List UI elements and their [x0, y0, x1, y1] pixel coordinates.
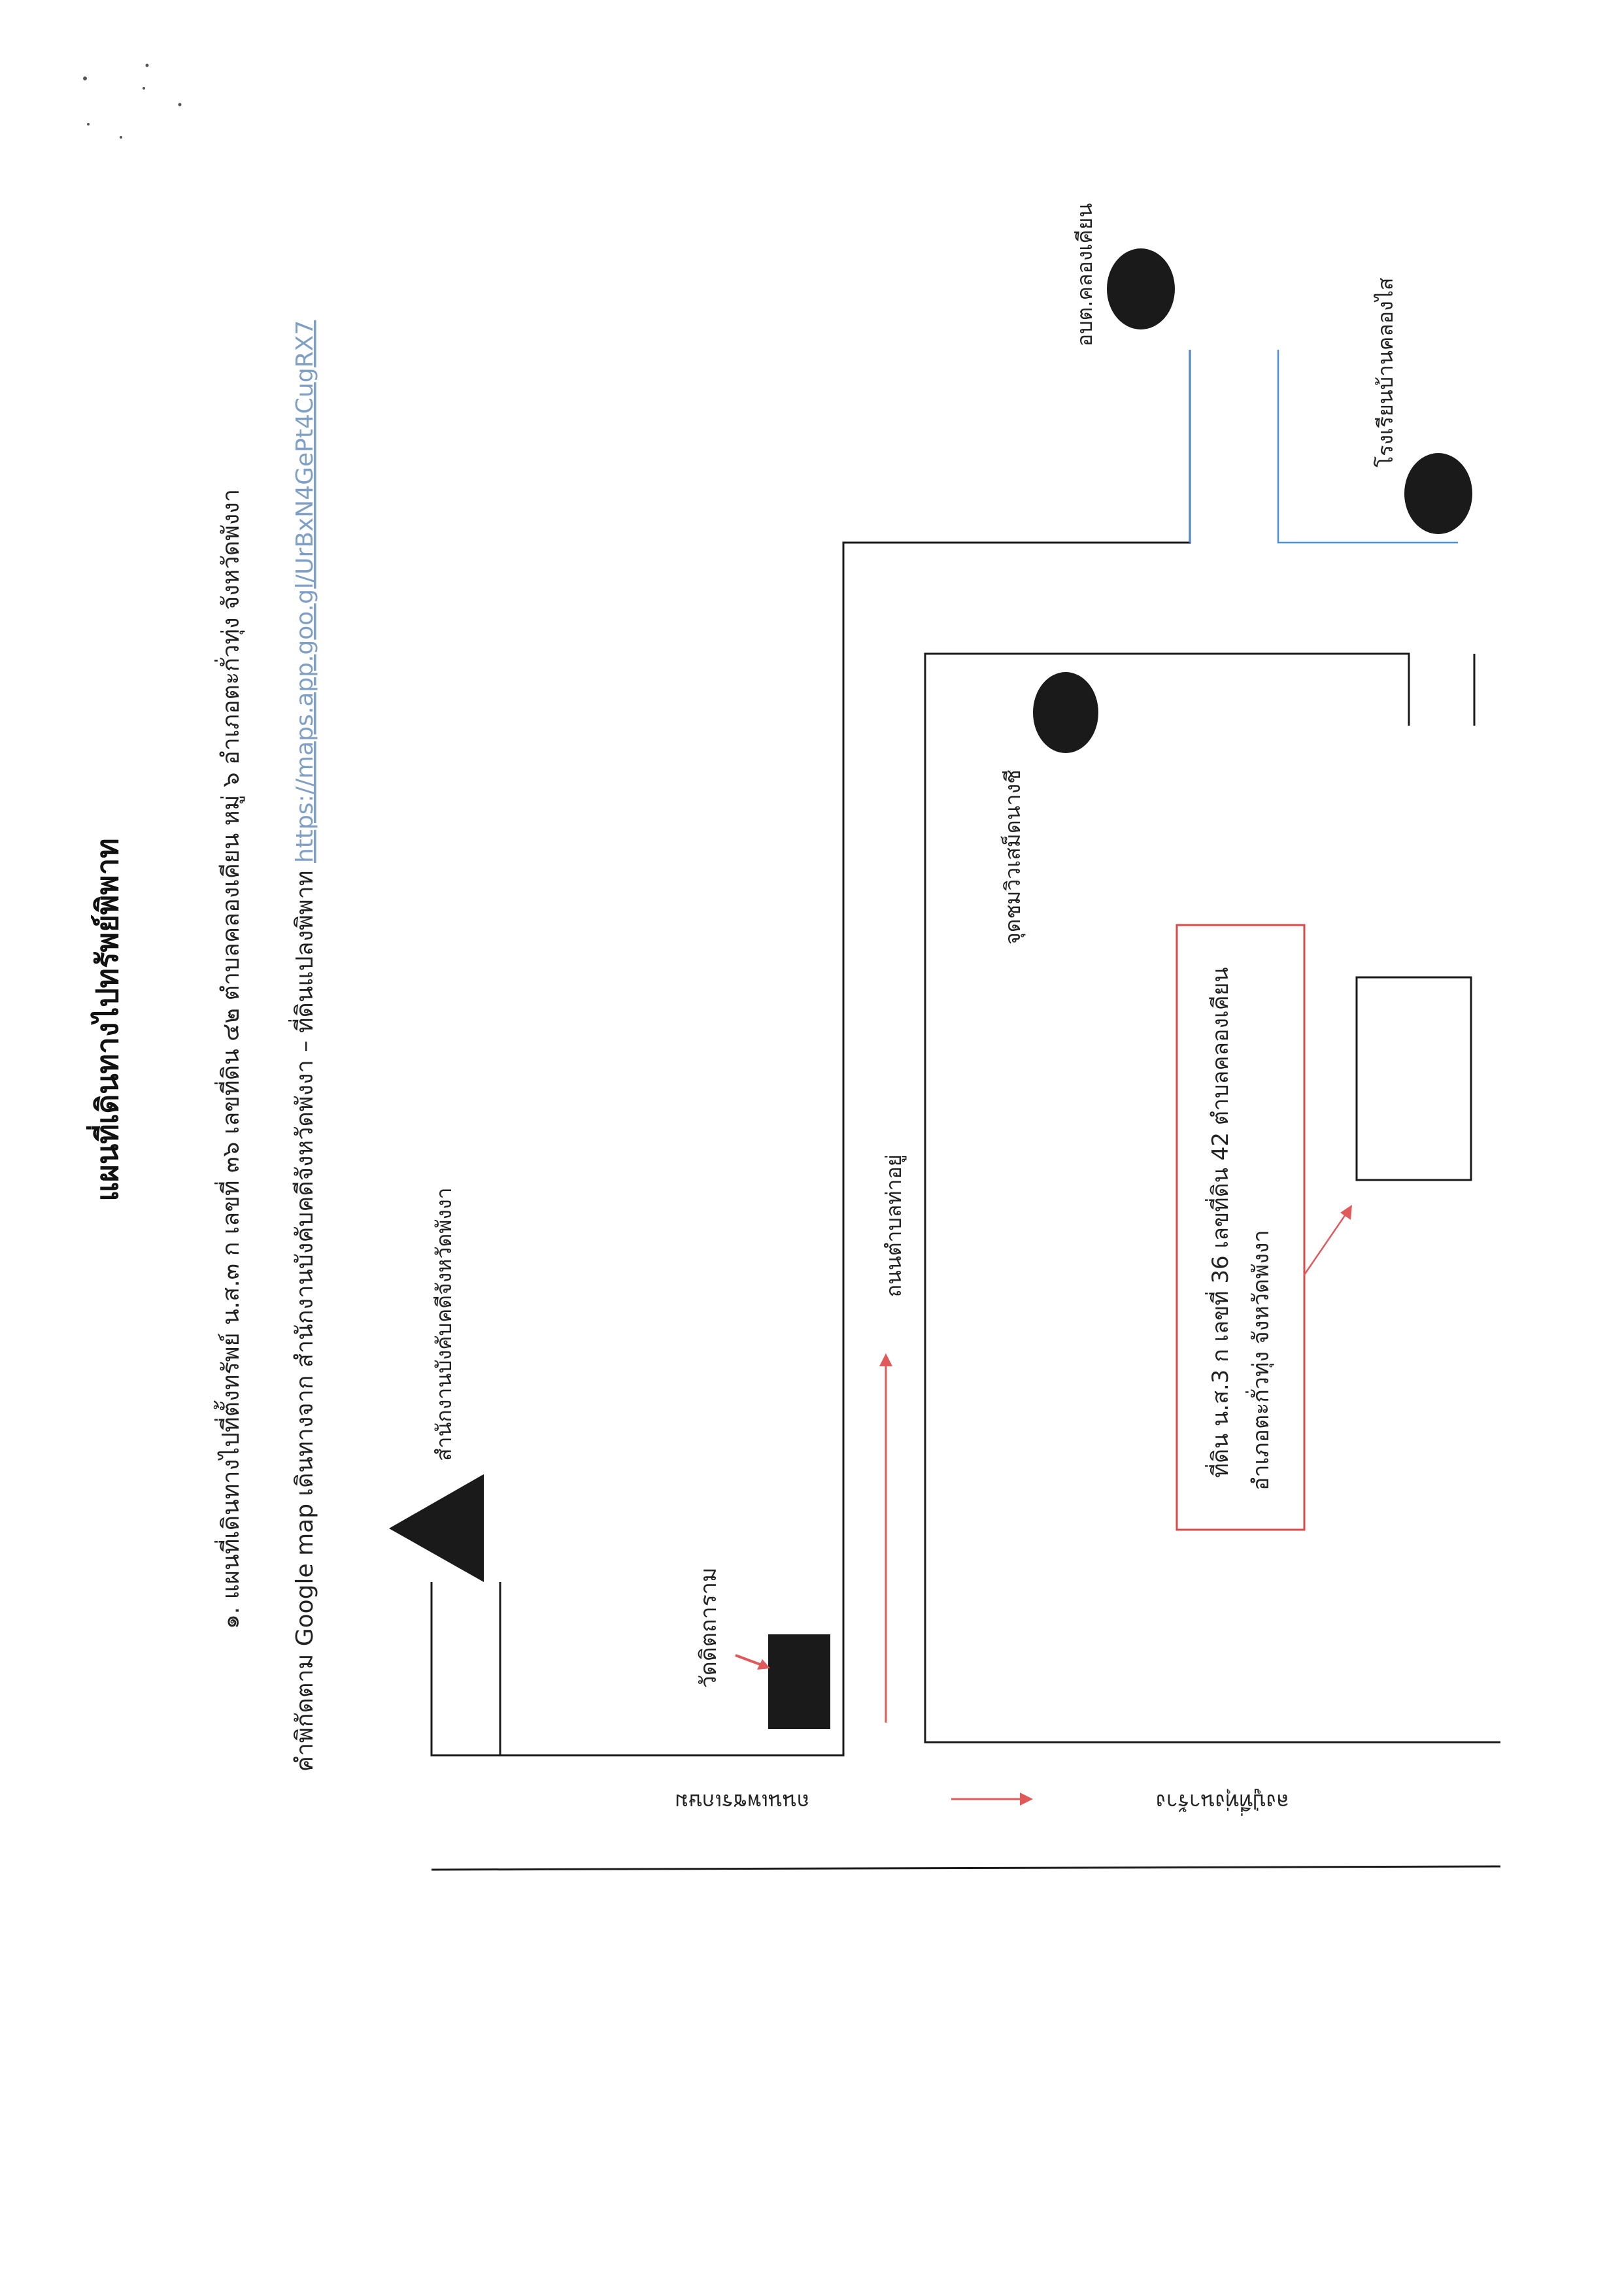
land-pointer-arrow	[1303, 1205, 1352, 1275]
document-title: แผนที่เดินทางไปทรัพย์พิพาท	[86, 838, 125, 1201]
main-road-line	[431, 1865, 1501, 1871]
temple-icon	[768, 1634, 830, 1729]
land-label-box	[1176, 924, 1306, 1531]
school-landmark-icon	[1404, 453, 1472, 534]
description-line-2: คำพิกัดตาม Google map เดินทางจาก สำนักงา…	[288, 320, 318, 1772]
land-label-line-1: ที่ดิน น.ส.3 ก เลขที่ 36 เลขที่ดิน 42 ตำ…	[1205, 967, 1234, 1477]
viewpoint-label: จุดชมวิวเสม็ดนางชี	[1000, 769, 1026, 945]
office-triangle-icon	[389, 1474, 484, 1582]
google-maps-link[interactable]: https://maps.app.goo.gl/UrBxN4GePt4CugRX…	[292, 320, 318, 863]
disputed-land-parcel	[1355, 976, 1472, 1181]
sub-road-label: ถนนตำบลท่าอยู่	[881, 1154, 907, 1298]
scan-specks	[83, 63, 182, 139]
school-label: โรงเรียนบ้านคลองไส	[1373, 278, 1398, 467]
land-label-line-2: อำเภอตะกั่วทุ่ง จังหวัดพังงา	[1245, 1230, 1274, 1491]
highway-direction-arrow	[951, 1793, 1033, 1806]
office-label: สำนักงานบังคับคดีจังหวัดพังงา	[431, 1187, 456, 1461]
right-road-label: ลงปู่ที่ทุ่งนาร้าง	[1156, 1789, 1289, 1816]
description-line-2-text: คำพิกัดตาม Google map เดินทางจาก สำนักงา…	[288, 863, 318, 1772]
description-line-1: ๑. แผนที่เดินทางไปที่ตั้งทรัพย์ น.ส.๓ ก …	[213, 489, 245, 1629]
route-road-left-edge	[500, 350, 1191, 1757]
branch-road-school	[1277, 350, 1458, 544]
obt-label: อบต.คลองเคียน	[1072, 203, 1097, 346]
route-road-right-edge	[924, 652, 1500, 1744]
temple-label: วัดดิตถาราม	[696, 1568, 722, 1689]
left-road-label: ถนนเพชรเกษม	[675, 1789, 810, 1814]
temple-pointer-arrow	[735, 1654, 770, 1670]
viewpoint-landmark-icon	[1033, 672, 1098, 753]
route-direction-arrow	[879, 1353, 892, 1723]
obt-landmark-icon	[1107, 248, 1175, 329]
office-access-road	[430, 1582, 501, 1757]
